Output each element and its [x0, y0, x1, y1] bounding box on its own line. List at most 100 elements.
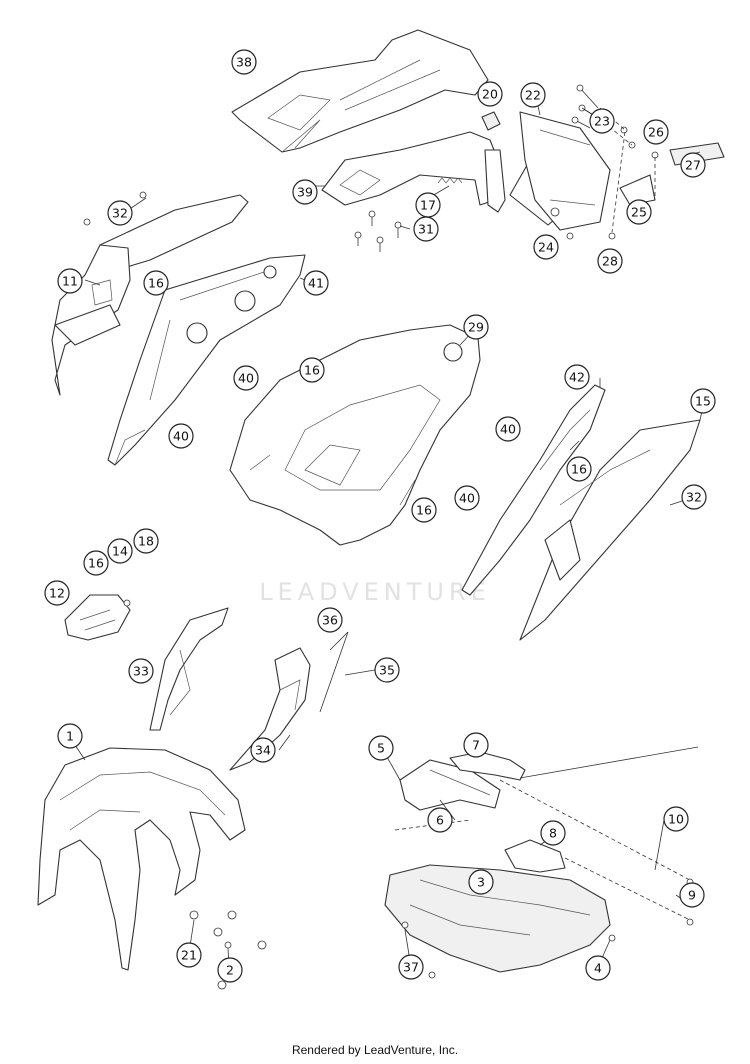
callout-32-right: 32	[681, 484, 707, 510]
svg-text:16: 16	[148, 276, 164, 291]
part-3-skid-plate	[384, 864, 611, 973]
part-22-plate-holder	[519, 111, 611, 231]
svg-text:37: 37	[403, 960, 419, 975]
svg-text:1: 1	[66, 729, 74, 744]
callout-12: 12	[44, 580, 70, 606]
svg-text:2: 2	[226, 963, 234, 978]
callout-16-b: 16	[299, 357, 325, 383]
callout-16-e: 16	[83, 550, 109, 576]
callout-24: 24	[533, 234, 559, 260]
svg-text:3: 3	[477, 875, 485, 890]
svg-text:16: 16	[88, 556, 104, 571]
svg-text:9: 9	[688, 888, 696, 903]
svg-text:20: 20	[482, 87, 498, 102]
svg-text:25: 25	[631, 205, 647, 220]
callout-40-a: 40	[233, 365, 259, 391]
svg-text:34: 34	[255, 743, 271, 758]
svg-text:5: 5	[377, 741, 385, 756]
part-8-bracket	[504, 839, 566, 873]
watermark-text: LEADVENTURE	[259, 578, 491, 606]
callout-42: 42	[564, 364, 590, 390]
callout-25: 25	[626, 199, 652, 225]
part-1-front-fender	[37, 747, 246, 971]
callout-18: 18	[133, 528, 159, 554]
callout-32-upper: 32	[107, 200, 133, 226]
svg-text:10: 10	[668, 812, 684, 827]
callout-9: 9	[679, 882, 705, 908]
callout-27: 27	[680, 152, 706, 178]
svg-text:6: 6	[436, 813, 444, 828]
part-33-front-panel	[149, 607, 229, 731]
part-17-spring	[437, 177, 463, 184]
svg-text:40: 40	[459, 491, 475, 506]
callout-4: 4	[585, 955, 611, 981]
footer-credit: Rendered by LeadVenture, Inc.	[291, 1043, 459, 1057]
callout-38: 38	[231, 49, 257, 75]
svg-text:22: 22	[525, 88, 541, 103]
svg-text:27: 27	[685, 158, 701, 173]
callout-14: 14	[107, 538, 133, 564]
callout-40-d: 40	[454, 485, 480, 511]
callout-8: 8	[540, 820, 566, 846]
part-12-housing	[64, 594, 131, 641]
callout-10: 10	[663, 806, 689, 832]
svg-text:18: 18	[138, 534, 154, 549]
svg-text:35: 35	[379, 663, 395, 678]
svg-text:40: 40	[173, 429, 189, 444]
callout-23: 23	[589, 108, 615, 134]
svg-text:14: 14	[112, 544, 128, 559]
callout-33: 33	[128, 658, 154, 684]
svg-text:41: 41	[308, 276, 324, 291]
callout-41: 41	[303, 270, 329, 296]
washers-21-2	[189, 910, 267, 990]
svg-text:16: 16	[571, 462, 587, 477]
callout-5: 5	[368, 735, 394, 761]
svg-text:12: 12	[49, 586, 65, 601]
svg-text:17: 17	[420, 198, 436, 213]
part-6-bracket	[399, 759, 501, 811]
callout-40-b: 40	[168, 423, 194, 449]
svg-text:7: 7	[472, 738, 480, 753]
part-38-rear-subframe	[231, 29, 489, 153]
callout-22: 22	[520, 82, 546, 108]
bolts-23	[550, 84, 659, 240]
svg-text:39: 39	[297, 185, 313, 200]
part-41-side-panel	[107, 254, 306, 466]
svg-text:23: 23	[594, 114, 610, 129]
svg-text:31: 31	[418, 222, 434, 237]
callout-17: 17	[415, 192, 441, 218]
svg-text:8: 8	[549, 826, 557, 841]
part-15-side-cover-right	[519, 419, 701, 641]
svg-text:29: 29	[468, 320, 484, 335]
svg-text:11: 11	[62, 274, 78, 289]
svg-text:4: 4	[594, 961, 602, 976]
svg-text:15: 15	[695, 394, 711, 409]
callout-3: 3	[468, 869, 494, 895]
svg-text:38: 38	[236, 55, 252, 70]
svg-text:24: 24	[538, 240, 554, 255]
svg-text:32: 32	[112, 206, 128, 221]
callout-26: 26	[643, 119, 669, 145]
callout-6: 6	[427, 807, 453, 833]
svg-text:16: 16	[416, 503, 432, 518]
callout-40-c: 40	[495, 416, 521, 442]
svg-text:40: 40	[500, 422, 516, 437]
callout-37: 37	[398, 954, 424, 980]
callout-28: 28	[597, 248, 623, 274]
callout-16-c: 16	[566, 456, 592, 482]
part-20-clip	[481, 111, 501, 131]
callout-16-d: 16	[411, 497, 437, 523]
callout-11: 11	[57, 268, 83, 294]
svg-text:21: 21	[181, 948, 197, 963]
callout-39: 39	[292, 179, 318, 205]
svg-text:42: 42	[569, 370, 585, 385]
bolts-31	[354, 210, 402, 252]
callout-7: 7	[463, 732, 489, 758]
callout-2: 2	[217, 957, 243, 983]
part-42-side-panel-right	[461, 384, 606, 596]
svg-text:16: 16	[304, 363, 320, 378]
callout-21: 21	[176, 942, 202, 968]
exploded-parts-diagram: LEADVENTURE	[37, 29, 725, 990]
callout-15: 15	[690, 388, 716, 414]
svg-text:28: 28	[602, 254, 618, 269]
